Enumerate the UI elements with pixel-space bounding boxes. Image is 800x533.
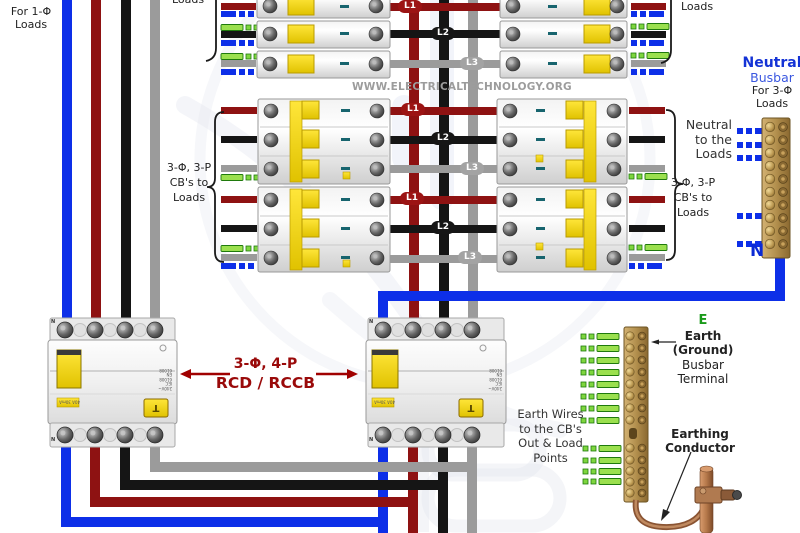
phase-badge-l2: L2: [431, 221, 455, 234]
earth-busbar-arrow: [651, 339, 676, 345]
earth-wires-label: Earth Wires to the CB's Out & Load Point…: [517, 407, 584, 465]
for-1p-loads-label: For 1-Φ Loads: [10, 5, 52, 31]
phase-badge-l3: L3: [458, 251, 482, 264]
earthing-conductor-arrow: [661, 451, 692, 521]
rcd-n-marking: N: [369, 437, 374, 443]
earth-busbar-label: E Earth (Ground) Busbar Terminal: [672, 313, 734, 386]
left-busbar-partial-label: Busbar: [8, 0, 59, 4]
rcd-n-marking: N: [51, 319, 56, 325]
neutral-run-wire: [378, 255, 785, 322]
neutral-busbar: [737, 117, 791, 259]
cb-right-label: 3-Φ, 3-P CB's to Loads: [670, 176, 716, 219]
phase-badge-l3: L3: [460, 162, 484, 175]
cb-left-label: 3-Φ, 3-P CB's to Loads: [166, 161, 212, 204]
left-rcd: [47, 317, 178, 448]
rcd-rating-text: 40A 30mA: [59, 399, 80, 405]
top-left-breakers: [256, 0, 391, 79]
rcd-title-label: 3-Φ, 4-P RCD / RCCB: [215, 356, 316, 392]
rcd-markings-text: 240V~ IEC 61008 EN 61008: [488, 368, 502, 391]
phase-bus-verticals: [409, 0, 478, 322]
phase-badge-l1: L1: [400, 192, 424, 205]
left-rcd-bottom-wires: [61, 445, 477, 527]
left-rcd-supply-wires: [62, 0, 160, 322]
rcd-markings-text: 240V~ IEC 61008 EN 61008: [158, 368, 172, 391]
loads-right-label: Loads: [680, 0, 714, 13]
neutral-to-loads-label: Neutral to the Loads: [685, 117, 732, 161]
rcd-rating-text: 40A 30mA: [374, 399, 395, 405]
rcd-label-arrows: [180, 369, 358, 379]
rcd-n-marking: N: [51, 437, 56, 443]
phase-badge-l3: L3: [460, 57, 484, 70]
rcd-n-marking: N: [369, 319, 374, 325]
phase-badge-l2: L2: [431, 132, 455, 145]
middle-rcd: [365, 317, 507, 448]
neutral-n-label: N: [750, 241, 765, 261]
middle-right-load-stubs: [628, 107, 668, 269]
phase-badge-l1: L1: [398, 0, 422, 13]
middle-left-breakers: [257, 98, 391, 273]
middle-left-load-stubs: [220, 107, 260, 269]
loads-left-label: Loads: [163, 0, 213, 7]
top-right-breakers: [499, 0, 628, 79]
rcd-test-button: T: [152, 402, 160, 413]
top-left-load-stubs: [220, 3, 260, 75]
middle-right-breakers: [496, 98, 628, 273]
rcd-test-button: T: [467, 402, 475, 413]
phase-badge-l1: L1: [401, 103, 425, 116]
earthing-conductor-label: Earthing Conductor: [665, 427, 735, 455]
earthing-rod: [632, 465, 742, 533]
group-braces: [205, 0, 684, 263]
neutral-busbar-label: Neutral Busbar For 3-Φ Loads: [742, 55, 800, 111]
watermark-text: WWW.ELECTRICALTECHNOLOGY.ORG: [352, 81, 572, 93]
top-right-load-stubs: [630, 3, 670, 75]
phase-badge-l2: L2: [431, 27, 455, 40]
